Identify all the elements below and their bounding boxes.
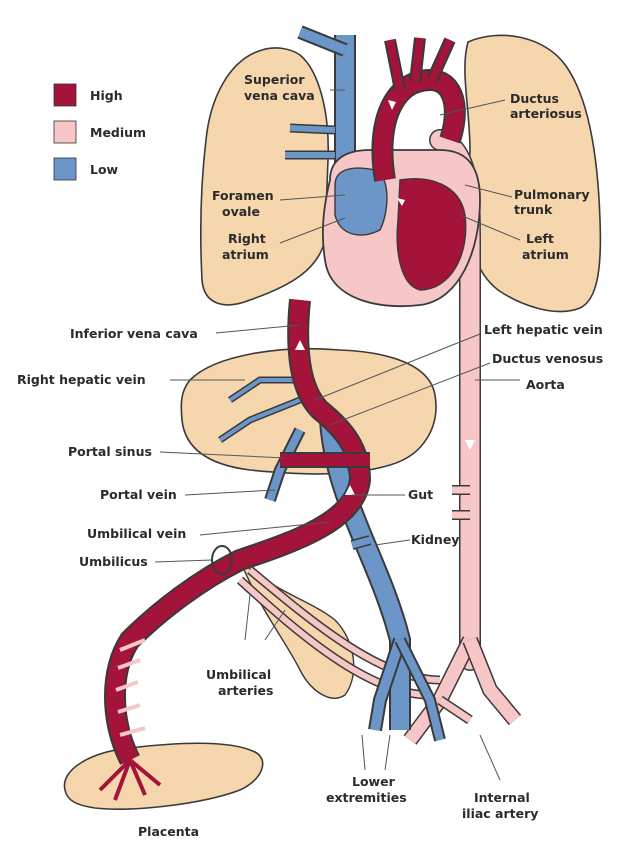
label-pulmonary-trunk-2: trunk [514, 202, 553, 217]
label-lower-extremities-2: extremities [326, 790, 407, 805]
label-portal-sinus: Portal sinus [68, 444, 152, 459]
legend: High Medium Low [54, 84, 146, 180]
label-left-atrium-1: Left [526, 231, 554, 246]
legend-label-high: High [90, 88, 123, 103]
legend-swatch-low [54, 158, 76, 180]
label-umbilical-arteries-2: arteries [218, 683, 273, 698]
label-kidney: Kidney [411, 532, 459, 547]
label-superior-vena-cava-1: Superior [244, 72, 305, 87]
label-right-hepatic-vein: Right hepatic vein [17, 372, 146, 387]
label-left-hepatic-vein: Left hepatic vein [484, 322, 603, 337]
label-ductus-arteriosus-2: arteriosus [510, 106, 582, 121]
legend-swatch-high [54, 84, 76, 106]
label-gut: Gut [408, 487, 433, 502]
label-portal-vein: Portal vein [100, 487, 177, 502]
label-ductus-venosus: Ductus venosus [492, 351, 603, 366]
label-pulmonary-trunk-1: Pulmonary [514, 187, 590, 202]
label-foramen-ovale-2: ovale [222, 204, 260, 219]
label-umbilical-vein: Umbilical vein [87, 526, 186, 541]
label-aorta: Aorta [526, 377, 565, 392]
label-right-atrium-2: atrium [222, 247, 269, 262]
label-left-atrium-2: atrium [522, 247, 569, 262]
label-right-atrium-1: Right [228, 231, 266, 246]
label-superior-vena-cava-2: vena cava [244, 88, 315, 103]
label-inferior-vena-cava: Inferior vena cava [70, 326, 198, 341]
label-umbilical-arteries-1: Umbilical [206, 667, 271, 682]
placenta [64, 743, 262, 809]
label-ductus-arteriosus-1: Ductus [510, 91, 559, 106]
label-umbilicus: Umbilicus [79, 554, 148, 569]
legend-label-low: Low [90, 162, 119, 177]
label-foramen-ovale-1: Foramen [212, 188, 274, 203]
label-internal-iliac-artery-1: Internal [474, 790, 530, 805]
label-lower-extremities-1: Lower [352, 774, 396, 789]
label-placenta: Placenta [138, 824, 199, 839]
legend-label-medium: Medium [90, 125, 146, 140]
legend-swatch-medium [54, 121, 76, 143]
left-lung [465, 35, 601, 311]
label-internal-iliac-artery-2: iliac artery [462, 806, 538, 821]
